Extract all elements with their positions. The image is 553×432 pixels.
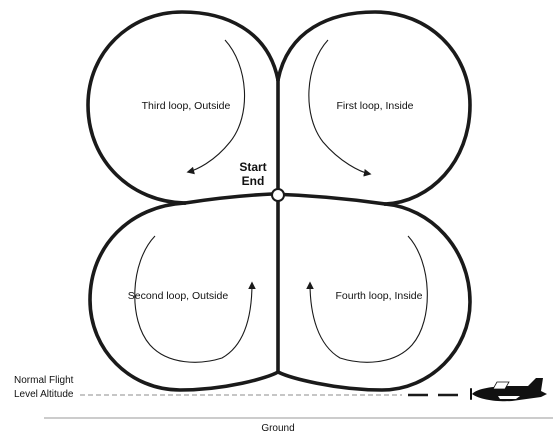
third-loop-label: Third loop, Outside xyxy=(142,100,231,112)
fourth-loop-path xyxy=(276,202,472,392)
fourth-loop-label: Fourth loop, Inside xyxy=(336,290,423,302)
end-label: End xyxy=(242,174,265,188)
airplane-icon xyxy=(470,378,547,402)
start-end-marker xyxy=(271,188,285,202)
altitude-label-line2: Level Altitude xyxy=(14,389,74,400)
altitude-label-line1: Normal Flight xyxy=(14,375,74,386)
ground-label: Ground xyxy=(261,423,294,432)
horizontal-track xyxy=(183,192,387,206)
third-loop-path xyxy=(86,10,280,205)
first-loop-path xyxy=(276,10,472,206)
first-loop-arrow xyxy=(308,39,372,177)
fourth-loop-arrow xyxy=(306,235,428,363)
second-loop-path xyxy=(88,201,280,392)
second-loop-label: Second loop, Outside xyxy=(128,290,229,302)
start-label: Start xyxy=(239,160,266,174)
first-loop-label: First loop, Inside xyxy=(336,100,413,112)
third-loop-arrow xyxy=(186,39,246,175)
second-loop-arrow xyxy=(134,235,256,363)
